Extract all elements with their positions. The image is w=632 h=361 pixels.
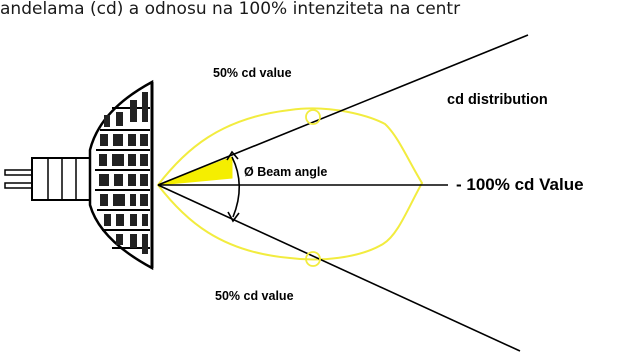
caption-text: andelama (cd) a odnosu na 100% intenzite… [0, 0, 461, 19]
center-value-label: - 100% cd Value [456, 175, 584, 194]
arc-arrow-bottom [227, 211, 240, 223]
cd-distribution-curve [156, 107, 424, 261]
beam-angle-arc [231, 156, 241, 218]
upper-beam-line [157, 34, 529, 186]
bottom-50-marker [305, 251, 321, 267]
arc-arrow-top [226, 150, 239, 161]
top-50-marker [305, 109, 321, 125]
distribution-label: cd distribution [447, 92, 548, 108]
lower-beam-line [157, 184, 521, 352]
mr16-lamp-icon [4, 79, 154, 271]
top-50-label: 50% cd value [213, 66, 292, 80]
beam-angle-label: Ø Beam angle [244, 165, 328, 179]
bottom-50-label: 50% cd value [215, 289, 294, 303]
